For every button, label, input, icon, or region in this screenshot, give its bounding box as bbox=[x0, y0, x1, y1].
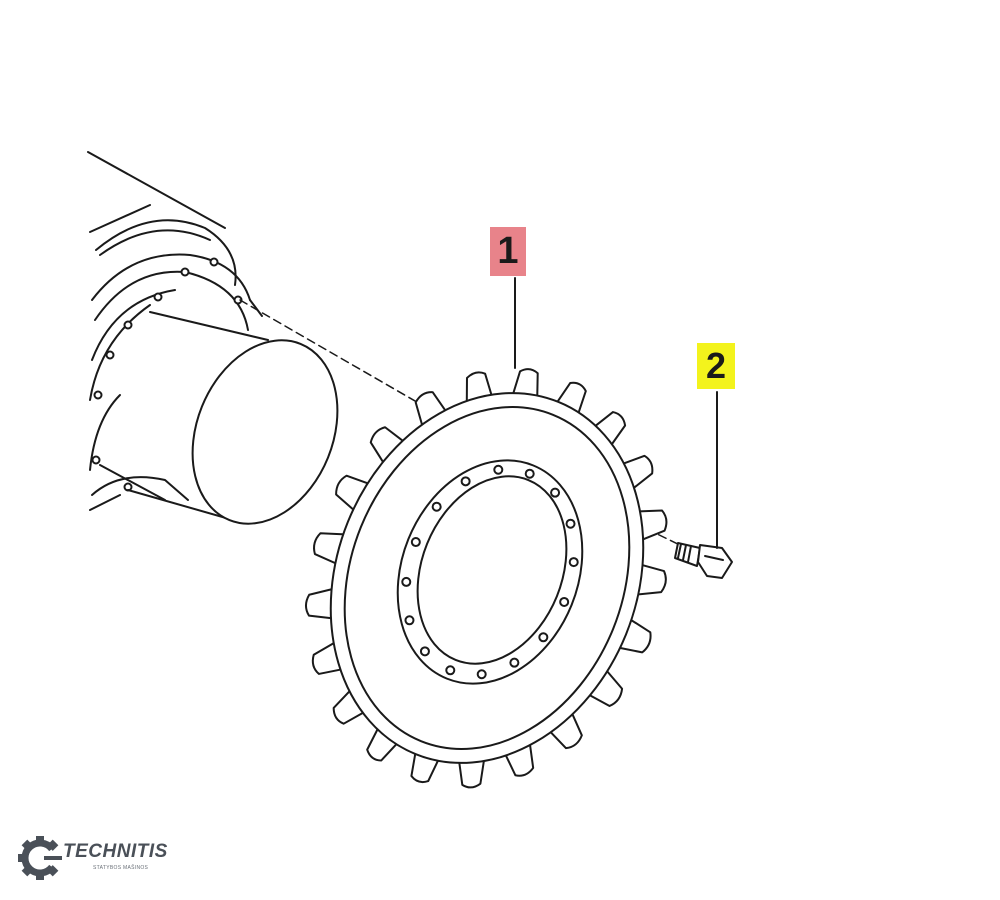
sprocket-bolt-hole bbox=[401, 576, 412, 587]
sprocket-tooth bbox=[414, 391, 449, 430]
sprocket-bolt-hole bbox=[445, 665, 456, 676]
sprocket-bolt-hole bbox=[509, 657, 520, 668]
sprocket bbox=[304, 368, 668, 789]
sprocket-tooth bbox=[335, 474, 373, 514]
sprocket-tooth bbox=[304, 587, 337, 620]
sprocket-bolt-hole bbox=[568, 557, 579, 568]
sprocket-tooth bbox=[366, 724, 401, 762]
sprocket-bolt-hole bbox=[419, 646, 430, 657]
sprocket-tooth bbox=[457, 755, 486, 789]
sprocket-tooth bbox=[546, 709, 583, 750]
sprocket-tooth bbox=[332, 687, 368, 725]
sprocket-bolt-hole bbox=[565, 518, 576, 529]
sprocket-tooth bbox=[511, 368, 539, 401]
sprocket-tooth bbox=[585, 667, 624, 707]
sprocket-tooth bbox=[591, 411, 627, 449]
sprocket-bolt-hole bbox=[410, 537, 421, 548]
sprocket-bolt-hole bbox=[404, 615, 415, 626]
sprocket-bolt-hole bbox=[538, 632, 549, 643]
brand-logo: TECHNITIS STATYBOS MAŠINOS bbox=[18, 832, 167, 884]
sprocket-tooth bbox=[369, 426, 407, 467]
sprocket-bolt-hole bbox=[460, 476, 471, 487]
callout-1-label: 1 bbox=[490, 227, 526, 276]
sprocket-bolt-hole bbox=[550, 487, 561, 498]
sprocket-bolt-hole bbox=[559, 596, 570, 607]
sprocket-bolt-hole bbox=[524, 468, 535, 479]
brand-name: TECHNITIS bbox=[63, 841, 168, 862]
final-drive-housing bbox=[87, 151, 339, 525]
brand-tagline: STATYBOS MAŠINOS bbox=[93, 865, 149, 871]
sprocket-bolt-hole bbox=[476, 669, 487, 680]
callout-2-label: 2 bbox=[697, 343, 735, 389]
sprocket-bolt-hole bbox=[493, 464, 504, 475]
gear-icon bbox=[18, 836, 62, 880]
sprocket-bolt-hole bbox=[431, 501, 442, 512]
bolt bbox=[674, 542, 733, 579]
